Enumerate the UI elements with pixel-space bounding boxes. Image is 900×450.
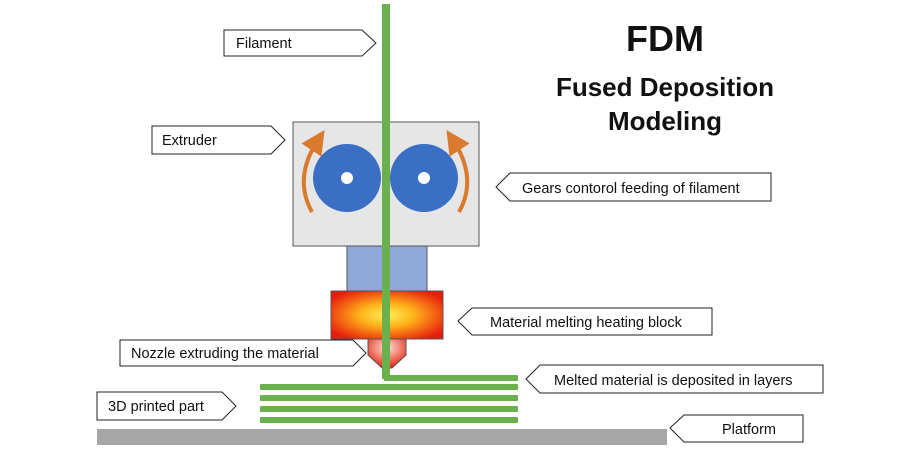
platform-label: Platform [722,422,776,438]
layer-3 [260,406,518,412]
filament-strand [382,4,390,379]
layer-5-top [384,375,518,381]
heating-block-label: Material melting heating block [490,315,683,331]
layer-4 [260,417,518,423]
printed-part-label: 3D printed part [108,399,204,415]
layer-1 [260,384,518,390]
deposited-label: Melted material is deposited in layers [554,373,793,389]
layer-2 [260,395,518,401]
nozzle-label: Nozzle extruding the material [131,346,319,362]
subtitle: Fused Deposition Modeling [530,70,800,138]
subtitle-line-2: Modeling [607,106,723,136]
left-gear [313,144,381,212]
gears-label: Gears contorol feeding of filament [522,181,740,197]
callout-filament: Filament [223,29,377,57]
title-fdm: FDM [626,18,704,59]
callout-platform: Platform [669,414,804,443]
platform [97,429,667,445]
printed-layers [260,375,518,423]
subtitle-line-1: Fused Deposition [555,72,775,102]
callout-extruder: Extruder [151,125,286,155]
callout-gears: Gears contorol feeding of filament [495,172,772,202]
callout-deposited: Melted material is deposited in layers [525,364,824,394]
right-rotation-arrow [446,129,470,213]
callout-heating-block: Material melting heating block [457,307,713,336]
callout-printed-part: 3D printed part [96,391,237,421]
right-gear [390,144,458,212]
extruder-label: Extruder [162,133,217,149]
left-rotation-arrow [301,129,325,213]
filament-label: Filament [236,36,292,52]
callout-nozzle: Nozzle extruding the material [119,339,367,367]
